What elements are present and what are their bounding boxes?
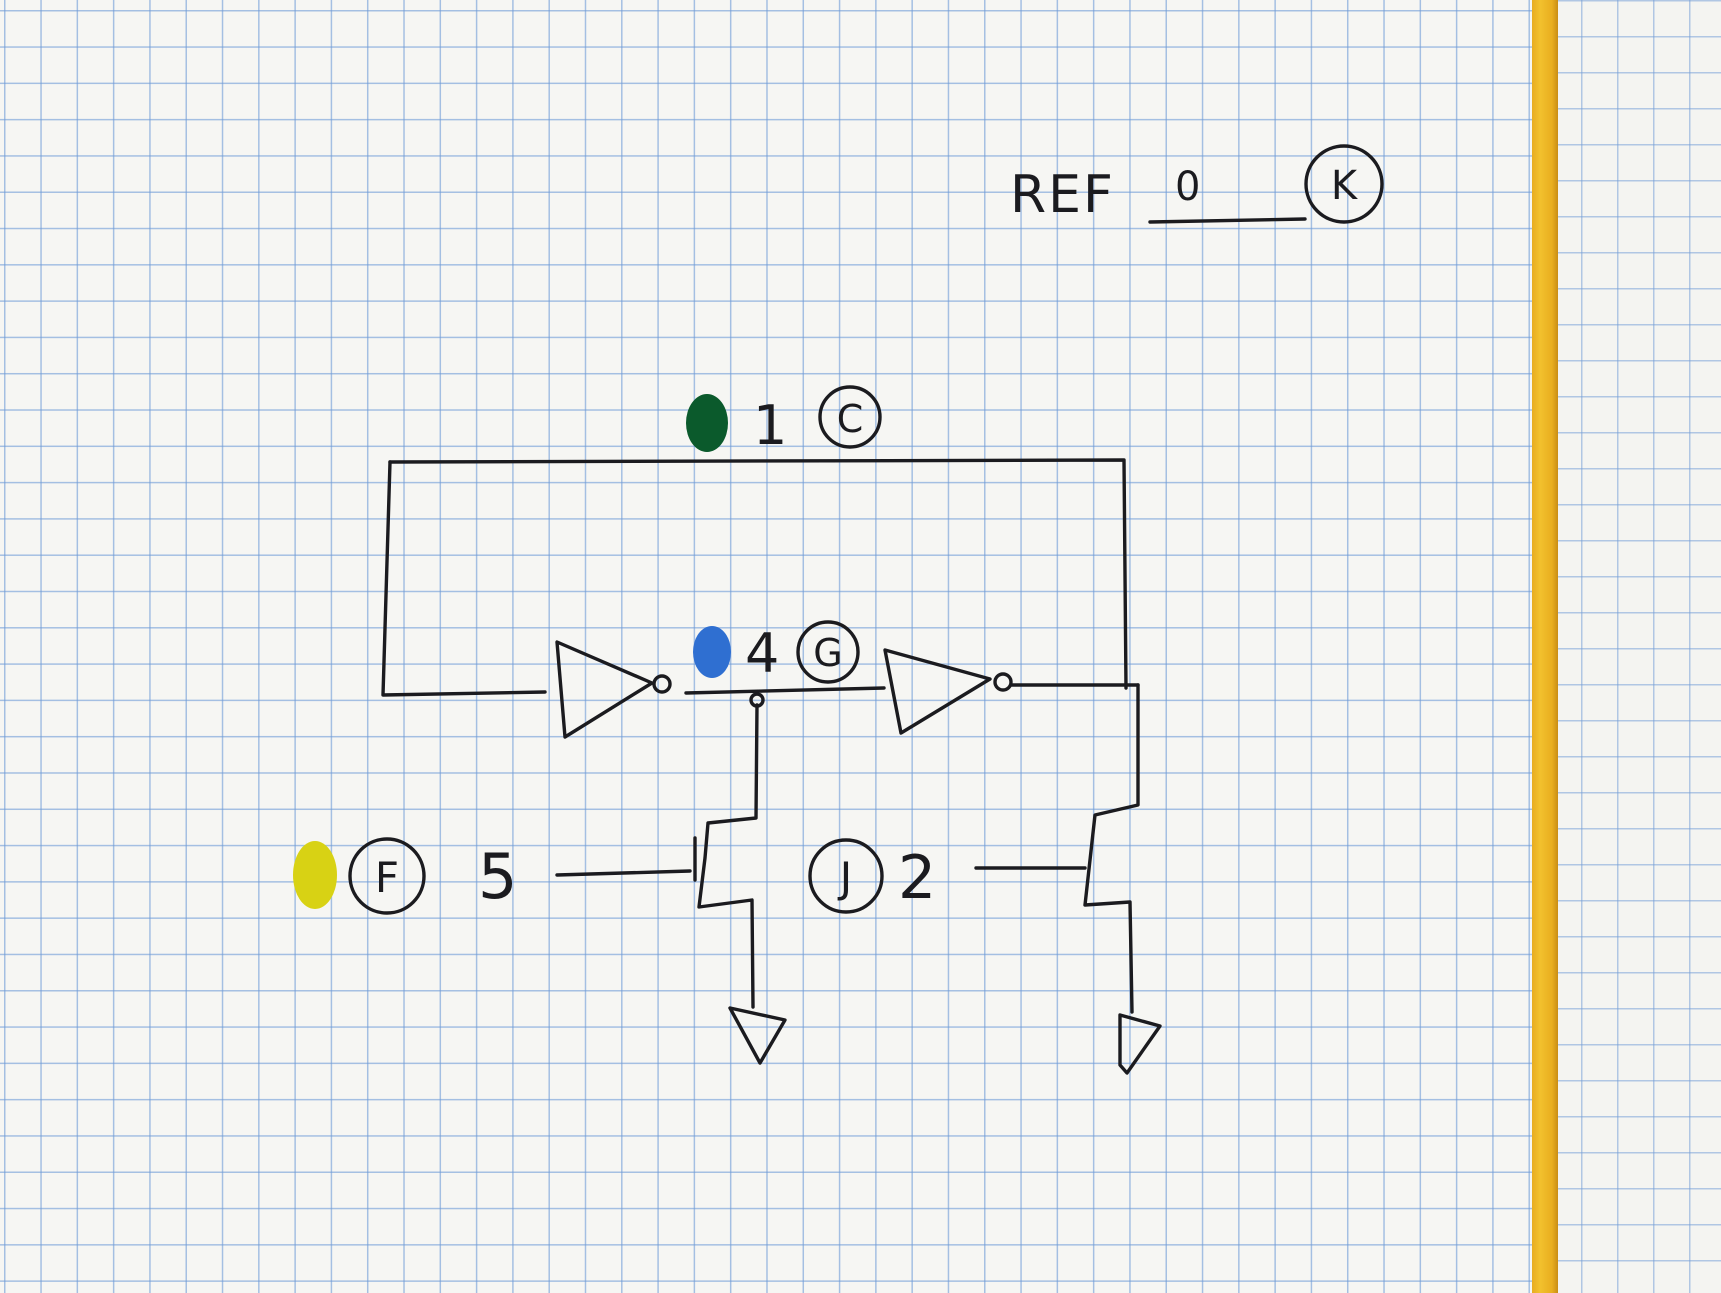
top-node-letter: C: [837, 397, 864, 441]
right-input-letter: J: [837, 853, 852, 902]
feedback-wire-left: [381, 460, 547, 697]
top-node-number: 1: [753, 394, 787, 457]
ref-label: REF: [1010, 165, 1115, 225]
ref-underline: [1148, 217, 1307, 224]
left-ground-symbol: [728, 1006, 787, 1065]
inverter-2-bubble: [993, 672, 1013, 692]
left-input-letter: F: [375, 853, 399, 902]
middle-node-letter: G: [813, 631, 842, 675]
ref-circle: [1304, 144, 1384, 224]
right-input-number: 2: [898, 843, 936, 913]
ref-value: 0: [1175, 164, 1200, 210]
green-node-dot: [686, 394, 728, 452]
background-sheet: [1545, 0, 1721, 1293]
middle-node-number: 4: [745, 622, 779, 685]
ref-circle-letter: K: [1331, 163, 1359, 209]
inverter-2: [883, 648, 992, 735]
left-transistor-channel: [697, 703, 759, 1009]
blue-node-dot: [693, 626, 731, 678]
yellow-node-dot: [293, 841, 337, 909]
right-transistor-channel: [1083, 683, 1140, 1014]
left-input-circle: [348, 837, 426, 915]
feedback-wire-top: [388, 458, 1128, 690]
inverter-1: [555, 640, 654, 739]
right-input-circle: [808, 838, 884, 914]
middle-node-circle: [796, 620, 860, 684]
left-gate-wire: [555, 869, 692, 877]
graph-paper-sheet: [0, 0, 1532, 1293]
left-input-number: 5: [478, 840, 517, 913]
middle-wire: [684, 686, 886, 695]
yellow-binder-edge: [1528, 0, 1558, 1293]
top-node-circle: [818, 385, 882, 449]
inverter-1-bubble: [652, 674, 672, 694]
right-ground-symbol: [1118, 1013, 1162, 1075]
